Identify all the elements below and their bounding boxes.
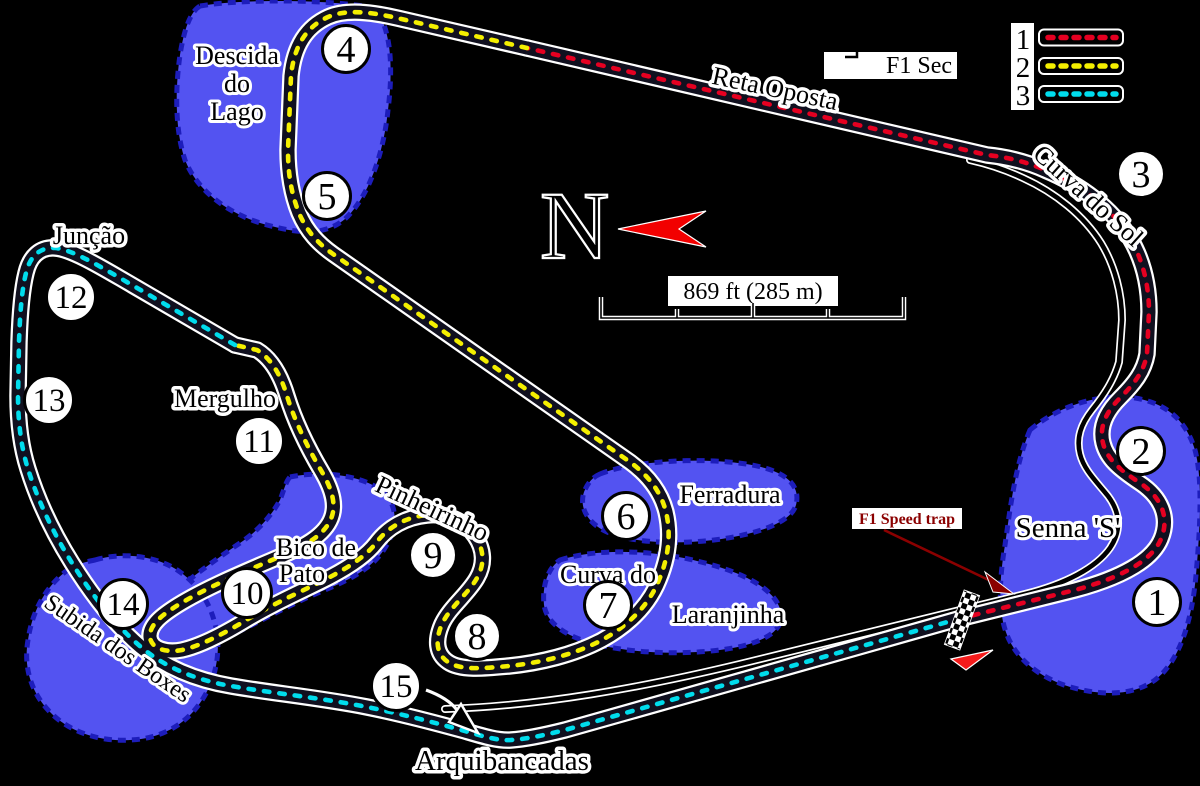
legend-2-label: 2 (1016, 52, 1031, 84)
corner-14-number: 14 (107, 587, 140, 623)
corner-8: 8 (452, 611, 502, 661)
corner-9: 9 (408, 530, 458, 580)
legend-title-partial: F1 Sec (886, 53, 952, 79)
corner-13: 13 (23, 374, 75, 426)
corner-5-number: 5 (318, 176, 337, 218)
sector-1-dashes (524, 45, 1167, 622)
label-laranjinha: Laranjinha (672, 600, 785, 629)
compass: N (539, 171, 707, 280)
legend-3-label: 3 (1016, 80, 1031, 112)
corner-3-number: 3 (1132, 154, 1151, 196)
speed-trap-arrowhead (983, 570, 1016, 595)
corner-3: 3 (1116, 149, 1166, 199)
corner-11: 11 (233, 415, 285, 467)
speed-trap-box (852, 508, 962, 529)
sector-2-dashes (147, 9, 671, 671)
legend-title-tick (845, 44, 859, 59)
pit-lane (441, 156, 1127, 713)
corner-13-number: 13 (33, 383, 66, 419)
label-arquibancadas: Arquibancadas (415, 745, 589, 777)
corner-14: 14 (97, 578, 149, 630)
corner-2: 2 (1116, 426, 1166, 476)
corner-markers: 1 2 3 4 5 6 7 8 9 10 11 12 13 14 15 (23, 24, 1182, 712)
label-ferradura: Ferradura (679, 480, 781, 509)
corner-1-number: 1 (1148, 582, 1167, 624)
speed-trap-label: F1 Speed trap (859, 511, 955, 528)
scale-bar: 869 ft (285 m) (598, 276, 907, 321)
corner-7-number: 7 (599, 585, 618, 627)
legend-3-box (1011, 79, 1034, 110)
start-finish-line (943, 589, 981, 651)
corner-4: 4 (321, 24, 371, 74)
corner-7: 7 (583, 580, 633, 630)
scale-label-box (668, 276, 838, 306)
label-descida-line3: Lago (210, 97, 263, 126)
turn15-arrow (425, 688, 481, 736)
legend-1-label: 1 (1016, 24, 1031, 56)
scale-label: 869 ft (285 m) (683, 279, 822, 305)
scale-ruler-core (600, 297, 905, 319)
north-arrow-icon (617, 210, 707, 248)
corner-15: 15 (370, 660, 422, 712)
sector-legend: 1 2 3 F1 Sec (824, 23, 1124, 112)
track-band (9, 3, 1174, 749)
label-bico-line1: Bico de (276, 533, 356, 562)
corner-2-number: 2 (1132, 431, 1151, 473)
north-letter: N (540, 172, 609, 279)
corner-15-number: 15 (380, 669, 413, 705)
corner-6: 6 (601, 491, 651, 541)
corner-12-number: 12 (55, 280, 88, 316)
speed-trap: F1 Speed trap (852, 508, 1016, 595)
label-descida-line1: Descida (195, 41, 279, 70)
corner-1: 1 (1132, 577, 1182, 627)
corner-5: 5 (302, 171, 352, 221)
corner-8-number: 8 (468, 616, 487, 658)
label-descida-line2: do (224, 69, 250, 98)
direction-arrow (949, 649, 994, 671)
corner-10-number: 10 (231, 576, 264, 612)
corner-4-number: 4 (337, 29, 356, 71)
label-mergulho: Mergulho (174, 384, 276, 413)
legend-1-box (1011, 23, 1034, 54)
corner-11-number: 11 (243, 424, 275, 460)
label-juncao: Junção (53, 221, 125, 250)
label-bico-line2: Pato (279, 559, 325, 588)
corner-12: 12 (45, 271, 97, 323)
corner-6-number: 6 (617, 496, 636, 538)
legend-2-box (1011, 51, 1034, 82)
label-senna-s: Senna 'S' (1016, 512, 1121, 544)
corner-9-number: 9 (424, 535, 443, 577)
corner-10: 10 (221, 567, 273, 619)
